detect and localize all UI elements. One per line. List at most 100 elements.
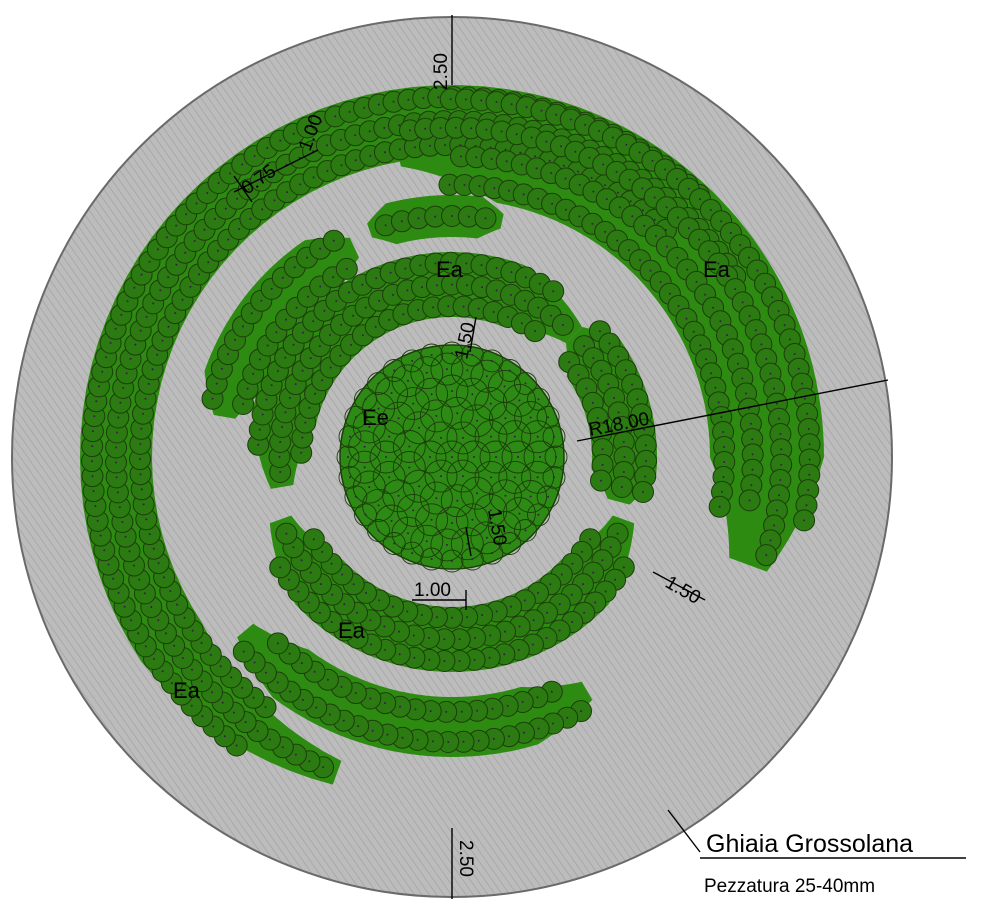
shrub-center-dot bbox=[335, 300, 338, 302]
shrub-center-dot bbox=[598, 129, 601, 132]
shrub-center-dot bbox=[398, 148, 401, 151]
shrub-center-dot bbox=[435, 616, 438, 619]
shrub-center-dot bbox=[780, 448, 783, 451]
shrub-center-dot bbox=[458, 660, 461, 662]
shrub-center-dot bbox=[322, 766, 325, 769]
shrub-center-dot bbox=[115, 476, 118, 479]
shrub-center-dot bbox=[641, 209, 644, 212]
center-shrub-circle bbox=[440, 549, 464, 573]
shrub-center-dot bbox=[622, 441, 625, 443]
shrub-center-dot bbox=[532, 619, 535, 622]
shrub-center-dot bbox=[369, 697, 372, 700]
center-planting bbox=[336, 341, 568, 573]
center-shrub-dot bbox=[364, 398, 367, 401]
shrub-center-dot bbox=[722, 476, 725, 478]
shrub-center-dot bbox=[428, 658, 431, 661]
shrub-center-dot bbox=[221, 701, 224, 704]
shrub-center-dot bbox=[223, 735, 226, 738]
shrub-center-dot bbox=[429, 144, 431, 147]
shrub-center-dot bbox=[330, 621, 333, 623]
shrub-center-dot bbox=[492, 311, 495, 313]
shrub-center-dot bbox=[605, 198, 608, 201]
shrub-center-dot bbox=[107, 563, 110, 566]
shrub-center-dot bbox=[145, 315, 148, 318]
shrub-center-dot bbox=[624, 369, 627, 372]
shrub-center-dot bbox=[250, 312, 253, 315]
shrub-center-dot bbox=[591, 222, 594, 225]
shrub-center-dot bbox=[265, 398, 268, 401]
shrub-center-dot bbox=[241, 686, 244, 689]
shrub-center-dot bbox=[616, 239, 619, 242]
center-shrub-circle bbox=[391, 364, 425, 398]
shrub-center-dot bbox=[174, 312, 177, 315]
center-shrub-circle bbox=[338, 425, 362, 449]
shrub-center-dot bbox=[726, 334, 728, 337]
shrub-center-dot bbox=[354, 692, 357, 695]
center-shrub-circle bbox=[419, 399, 453, 433]
shrub-center-dot bbox=[227, 353, 229, 356]
shrub-center-dot bbox=[361, 334, 364, 337]
shrub-center-dot bbox=[549, 583, 552, 586]
shrub-center-dot bbox=[470, 127, 473, 130]
shrub-center-dot bbox=[723, 446, 726, 448]
shrub-center-dot bbox=[258, 358, 261, 361]
shrub-center-dot bbox=[406, 610, 409, 613]
shrub-center-dot bbox=[726, 275, 729, 278]
center-shrub-dot bbox=[451, 390, 453, 392]
center-shrub-dot bbox=[407, 532, 409, 535]
shrub-center-dot bbox=[788, 338, 791, 341]
center-shrub-circle bbox=[474, 420, 508, 454]
shrub-center-dot bbox=[264, 671, 267, 674]
shrub-center-dot bbox=[115, 446, 118, 449]
shrub-center-dot bbox=[115, 431, 118, 434]
shrub-center-dot bbox=[400, 220, 403, 223]
shrub-center-dot bbox=[504, 148, 507, 151]
shrub-center-dot bbox=[315, 706, 318, 709]
shrub-center-dot bbox=[257, 443, 260, 446]
shrub-center-dot bbox=[341, 573, 344, 576]
shrub-center-dot bbox=[133, 286, 136, 289]
shrub-center-dot bbox=[522, 193, 525, 196]
shrub-center-dot bbox=[404, 267, 407, 270]
center-shrub-dot bbox=[471, 354, 474, 356]
shrub-center-dot bbox=[157, 562, 160, 565]
center-shrub-circle bbox=[402, 469, 436, 503]
shrub-center-dot bbox=[550, 690, 553, 693]
center-shrub-dot bbox=[388, 476, 391, 479]
shrub-center-dot bbox=[578, 215, 581, 218]
center-shrub-dot bbox=[451, 456, 453, 458]
shrub-center-dot bbox=[718, 505, 721, 508]
center-shrub-circle bbox=[514, 480, 548, 513]
shrub-center-dot bbox=[720, 220, 723, 223]
shrub-center-dot bbox=[729, 232, 732, 234]
shrub-center-dot bbox=[384, 151, 386, 154]
shrub-center-dot bbox=[354, 159, 357, 162]
center-shrub-dot bbox=[411, 359, 414, 362]
shrub-center-dot bbox=[392, 605, 394, 608]
shrub-center-dot bbox=[571, 621, 574, 623]
shrub-center-dot bbox=[236, 197, 239, 200]
shrub-center-dot bbox=[451, 215, 453, 217]
center-shrub-circle bbox=[474, 387, 508, 421]
shrub-center-dot bbox=[281, 426, 284, 428]
shrub-center-dot bbox=[617, 191, 619, 194]
shrub-center-dot bbox=[739, 244, 742, 247]
center-shrub-circle bbox=[501, 440, 535, 474]
shrub-center-dot bbox=[489, 634, 492, 637]
shrub-center-dot bbox=[534, 330, 536, 333]
shrub-center-dot bbox=[748, 499, 751, 502]
shrub-center-dot bbox=[590, 177, 593, 179]
shrub-center-dot bbox=[287, 578, 290, 581]
shrub-center-dot bbox=[161, 339, 164, 342]
shrub-center-dot bbox=[320, 120, 323, 123]
shrub-center-dot bbox=[699, 344, 702, 347]
shrub-center-dot bbox=[285, 318, 287, 321]
band-label-4: Ea bbox=[173, 678, 201, 703]
shrub-center-dot bbox=[467, 215, 470, 218]
shrub-center-dot bbox=[224, 207, 227, 210]
shrub-center-dot bbox=[378, 299, 381, 302]
center-shrub-circle bbox=[544, 445, 568, 469]
dim-bottom: 2.50 bbox=[455, 840, 476, 877]
shrub-center-dot bbox=[537, 591, 539, 594]
shrub-center-dot bbox=[723, 461, 726, 463]
